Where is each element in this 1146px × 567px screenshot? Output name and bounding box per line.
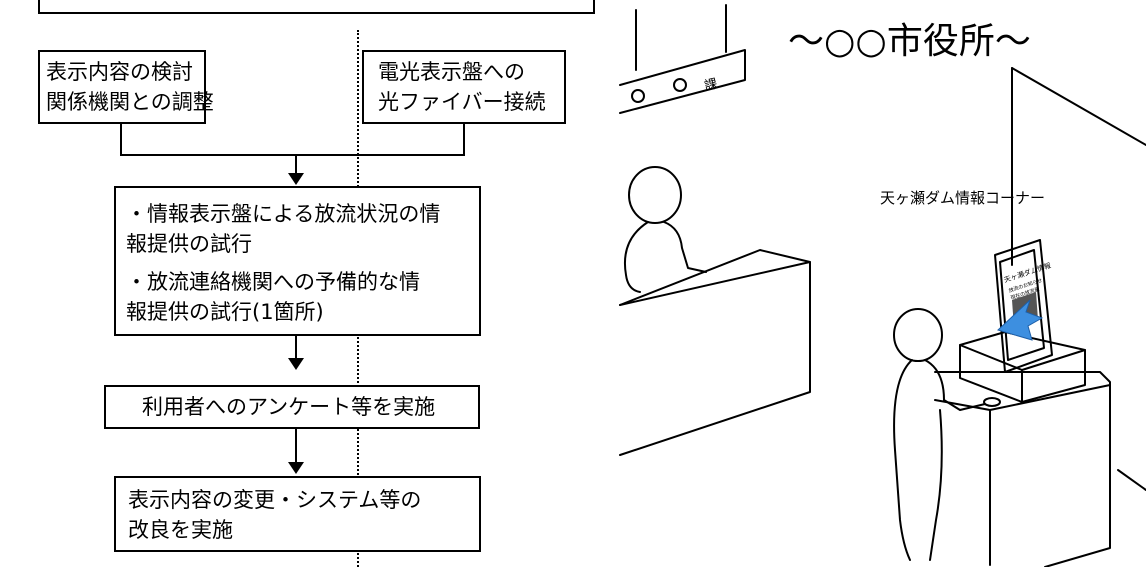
city-hall-title: ～○○市役所～ xyxy=(788,21,1031,62)
city-hall-illustration xyxy=(619,4,1146,567)
clerk-head xyxy=(628,166,682,224)
top-frame-bottom xyxy=(38,12,595,14)
flow-box-improve: 表示内容の変更・システム等の 改良を実施 xyxy=(114,476,481,552)
arrow1-shaft xyxy=(295,154,297,174)
sign-circle-2 xyxy=(673,78,687,92)
arrow2-shaft xyxy=(295,336,297,360)
kiosk-stand xyxy=(934,371,1111,567)
connector-horizontal xyxy=(120,154,465,156)
mouse xyxy=(983,397,1001,407)
arrow1-head xyxy=(288,173,304,185)
floor-line xyxy=(1117,469,1146,491)
reception-counter-top-edge xyxy=(619,261,811,306)
box4-text: 利用者へのアンケート等を実施 xyxy=(142,395,436,419)
top-frame-right xyxy=(593,0,595,14)
box5-line2: 改良を実施 xyxy=(128,518,233,542)
clerk-arm xyxy=(663,221,707,273)
box3-line3: ・放流連絡機関への予備的な情 xyxy=(126,270,420,294)
box1-line2: 関係機関との調整 xyxy=(46,90,214,114)
flow-box-review: 表示内容の検討 関係機関との調整 xyxy=(38,50,214,124)
clerk-body xyxy=(624,221,649,293)
flow-box-trial: ・情報表示盤による放流状況の情 報提供の試行 ・放流連絡機関への予備的な情 報提… xyxy=(114,186,481,336)
connector-left-down xyxy=(120,124,122,156)
box3-line1: ・情報表示盤による放流状況の情 xyxy=(126,202,441,226)
flow-box-fiber: 電光表示盤への 光ファイバー接続 xyxy=(362,50,566,124)
box3-line4: 報提供の試行(1箇所) xyxy=(126,300,324,324)
box2-line2: 光ファイバー接続 xyxy=(378,90,546,114)
info-corner-label: 天ヶ瀬ダム情報コーナー xyxy=(880,189,1046,207)
box1-line1: 表示内容の検討 xyxy=(46,60,193,84)
visitor-head xyxy=(893,308,943,362)
visitor-front xyxy=(929,409,943,561)
hanging-sign xyxy=(619,49,746,114)
kiosk-stand-top xyxy=(934,384,1111,411)
visitor-back xyxy=(893,359,913,561)
arrow2-head xyxy=(288,358,304,370)
visitor-arm xyxy=(924,359,986,411)
arrow3-shaft xyxy=(295,429,297,463)
top-frame-left xyxy=(38,0,40,14)
screen-arrow-icon xyxy=(997,299,1044,341)
wall-top-line xyxy=(1011,67,1146,146)
box5-line1: 表示内容の変更・システム等の xyxy=(128,488,422,512)
arrow3-head xyxy=(288,462,304,474)
flow-box-survey: 利用者へのアンケート等を実施 xyxy=(104,385,480,429)
box3-line2: 報提供の試行 xyxy=(126,232,252,256)
reception-counter-front xyxy=(619,249,811,456)
connector-right-down xyxy=(463,124,465,156)
box2-line1: 電光表示盤への xyxy=(378,60,525,84)
sign-circle-1 xyxy=(631,89,645,103)
